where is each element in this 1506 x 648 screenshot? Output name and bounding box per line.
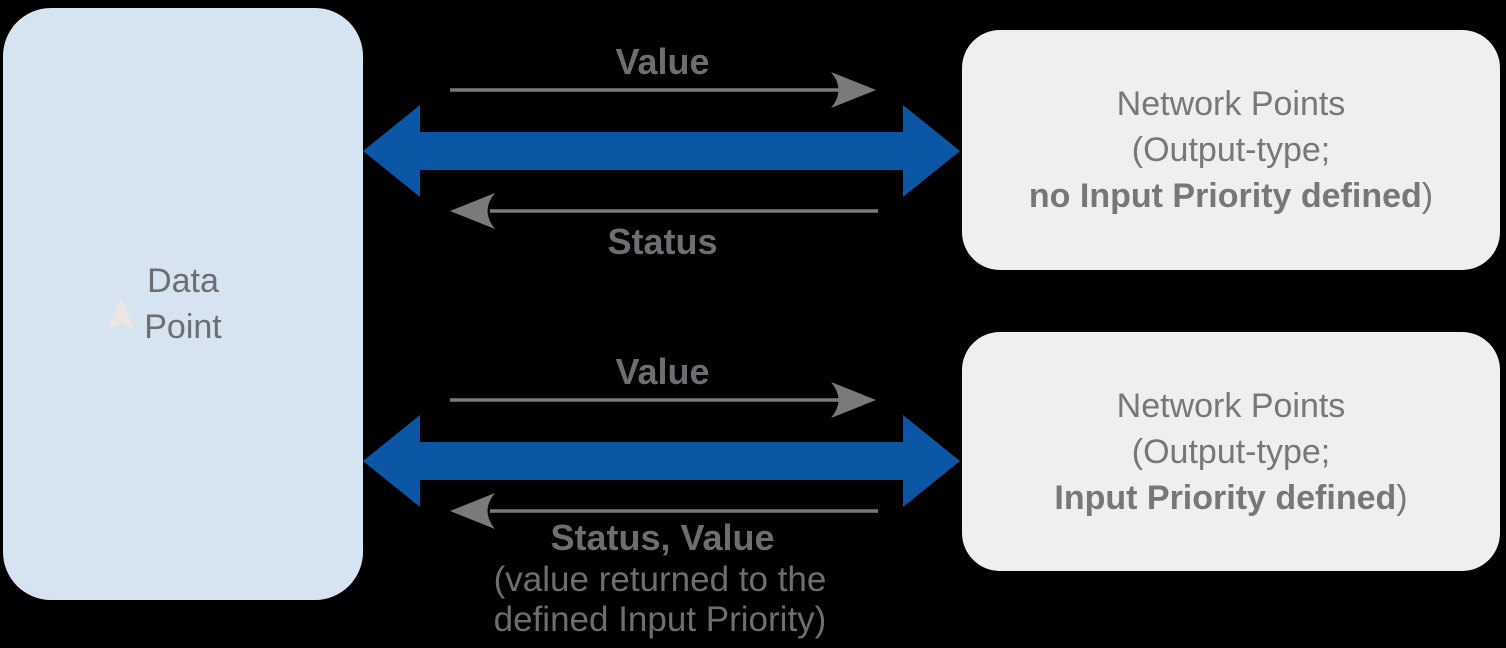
bottom-bidirectional-blue-arrow-icon [363, 415, 960, 507]
bottom-status-note-line1: (value returned to the [493, 560, 827, 599]
top-bidirectional-blue-arrow-icon [363, 105, 960, 197]
top-value-label: Value [615, 41, 710, 82]
network-points-line3: Input Priority defined) [1054, 475, 1407, 521]
network-points-line3-close: ) [1421, 177, 1434, 215]
network-points-priority-box: Network Points (Output-type; Input Prior… [962, 332, 1500, 571]
network-points-line1: Network Points [1116, 386, 1346, 425]
network-points-line3-bold: no Input Priority defined [1028, 177, 1422, 215]
network-points-no-priority-box: Network Points (Output-type; no Input Pr… [962, 30, 1500, 270]
bottom-value-arrow-right-icon [450, 382, 876, 418]
network-points-line3-bold: Input Priority defined [1054, 478, 1397, 517]
bottom-status-note-line2: defined Input Priority) [493, 600, 827, 639]
network-points-line3-close: ) [1396, 478, 1408, 517]
bottom-value-label: Value [615, 351, 710, 392]
data-point-label-line1: Data [147, 262, 219, 300]
bottom-status-arrow-left-icon [450, 493, 878, 529]
network-points-line2: (Output-type; [1131, 131, 1331, 169]
data-point-label-line2: Point [144, 308, 222, 346]
bottom-status-label: Status, Value [550, 517, 775, 558]
top-status-arrow-left-icon [450, 193, 878, 229]
network-points-line3: no Input Priority defined) [1029, 173, 1433, 219]
network-points-line1: Network Points [1116, 85, 1346, 123]
top-value-arrow-right-icon [450, 72, 876, 108]
data-point-box: Data Point [3, 8, 363, 600]
network-points-line2: (Output-type; [1131, 432, 1331, 471]
top-status-label: Status [607, 221, 718, 262]
